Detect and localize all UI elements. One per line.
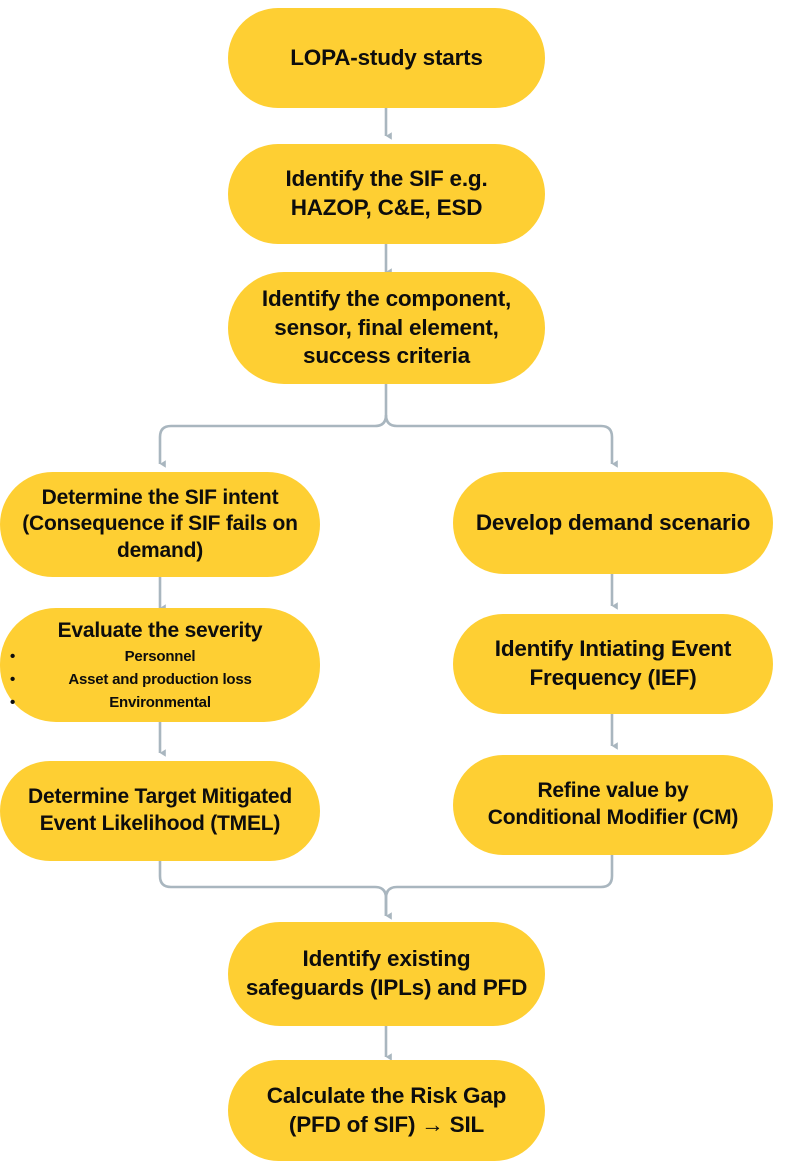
node-line: success criteria — [303, 343, 470, 369]
node-line: Identify Intiating Event — [494, 636, 732, 662]
connector-merge-left — [158, 861, 392, 920]
node-line: (Consequence if SIF fails on — [22, 512, 298, 536]
node-develop-demand-scenario[interactable]: Develop demand scenario — [453, 472, 773, 574]
node-line: HAZOP, C&E, ESD — [290, 195, 483, 220]
node-refine-cm[interactable]: Refine value by Conditional Modifier (CM… — [453, 755, 773, 855]
list-item: Personnel — [0, 645, 320, 669]
node-calculate-risk-gap[interactable]: Calculate the Risk Gap (PFD of SIF) → SI… — [228, 1060, 545, 1161]
node-evaluate-severity[interactable]: Evaluate the severity Personnel Asset an… — [0, 608, 320, 722]
node-line: Refine value by — [537, 779, 689, 803]
node-line: Event Likelihood (TMEL) — [39, 812, 281, 835]
node-identify-sif[interactable]: Identify the SIF e.g. HAZOP, C&E, ESD — [228, 144, 545, 244]
connector-split-left — [158, 414, 388, 468]
connector-merge-right — [384, 855, 614, 916]
severity-bullet-list: Personnel Asset and production loss Envi… — [0, 645, 320, 715]
connector-split-right — [384, 414, 618, 468]
node-line: Identify existing — [302, 946, 471, 972]
list-item: Asset and production loss — [0, 668, 320, 692]
node-determine-tmel[interactable]: Determine Target Mitigated Event Likelih… — [0, 761, 320, 861]
node-line: Determine Target Mitigated — [28, 785, 292, 809]
node-line: demand) — [116, 538, 204, 562]
node-identify-safeguards[interactable]: Identify existing safeguards (IPLs) and … — [228, 922, 545, 1026]
node-identify-component[interactable]: Identify the component, sensor, final el… — [228, 272, 545, 384]
node-lopa-study-starts[interactable]: LOPA-study starts — [228, 8, 545, 108]
node-line: LOPA-study starts — [290, 44, 483, 70]
node-line: Identify the component, — [261, 286, 512, 312]
node-line: Frequency (IEF) — [529, 665, 697, 690]
node-line: Determine the SIF intent — [41, 485, 279, 509]
node-line: Calculate the Risk Gap — [266, 1082, 507, 1108]
node-line: Develop demand scenario — [475, 509, 751, 535]
node-line: sensor, final element, — [274, 314, 499, 340]
node-line: safeguards (IPLs) and PFD — [245, 975, 528, 1000]
node-line: (PFD of SIF) → SIL — [288, 1111, 485, 1137]
node-identify-ief[interactable]: Identify Intiating Event Frequency (IEF) — [453, 614, 773, 714]
list-item: Environmental — [0, 691, 320, 715]
node-line: Identify the SIF e.g. — [285, 166, 488, 192]
node-line: Conditional Modifier (CM) — [487, 806, 739, 829]
node-line: Evaluate the severity — [57, 619, 263, 642]
node-determine-sif-intent[interactable]: Determine the SIF intent (Consequence if… — [0, 472, 320, 577]
